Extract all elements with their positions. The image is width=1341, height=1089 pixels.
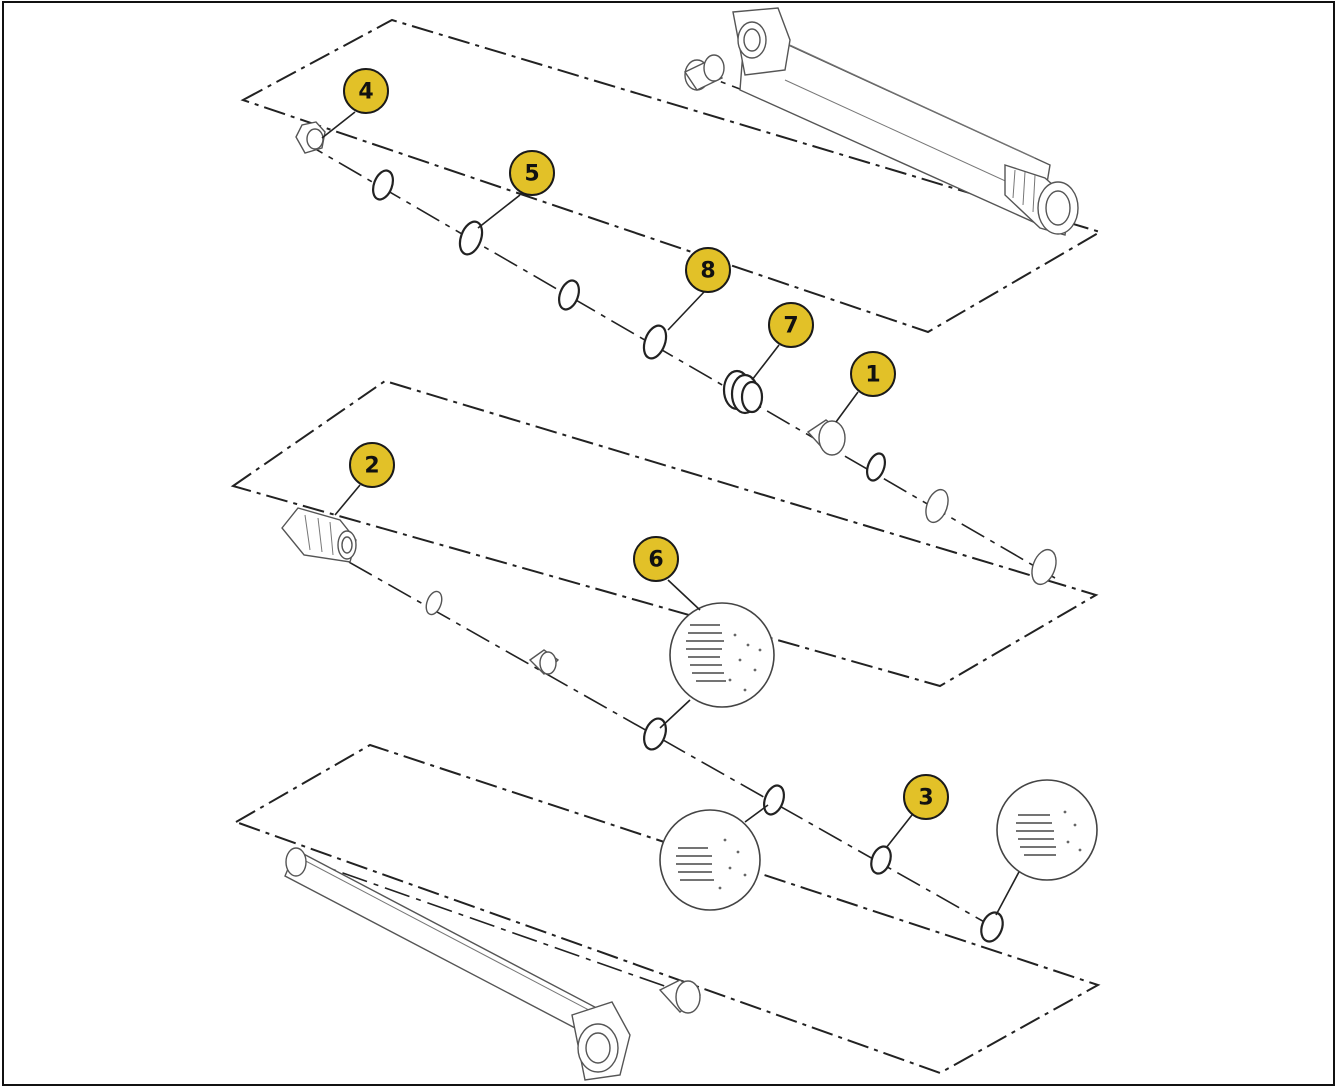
ring-top-3 xyxy=(558,279,580,311)
leader-5 xyxy=(477,194,521,229)
callout-label: 2 xyxy=(364,454,379,479)
callout-label: 7 xyxy=(783,314,798,339)
gland-2 xyxy=(281,507,357,563)
detail-view-6 xyxy=(659,602,775,729)
callout-label: 3 xyxy=(918,786,933,811)
rod-eye-bushing xyxy=(658,979,702,1014)
piston-rod xyxy=(284,847,631,1081)
callout-1: 1 xyxy=(850,351,896,397)
o-ring-3 xyxy=(870,845,892,875)
callout-label: 4 xyxy=(358,80,373,105)
ring-top-9 xyxy=(1031,548,1057,586)
callout-label: 5 xyxy=(524,162,539,187)
callout-4: 4 xyxy=(343,68,389,114)
leader-6 xyxy=(667,579,701,611)
callout-6: 6 xyxy=(633,536,679,582)
leader-7 xyxy=(751,344,780,381)
rod-axis xyxy=(299,857,691,996)
callout-label: 8 xyxy=(700,259,715,284)
ring-mid-1 xyxy=(425,590,443,616)
o-ring-8 xyxy=(642,324,668,360)
bushing-mid xyxy=(528,649,560,675)
o-ring-5 xyxy=(458,220,484,256)
leader-4 xyxy=(321,111,356,139)
callout-5: 5 xyxy=(509,150,555,196)
detail-view-3 xyxy=(995,779,1098,916)
leader-2 xyxy=(334,484,361,516)
ring-mid-4 xyxy=(763,784,785,816)
callout-3: 3 xyxy=(903,774,949,820)
ring-top-1 xyxy=(372,169,394,201)
callout-8: 8 xyxy=(685,247,731,293)
leader-8 xyxy=(667,291,705,331)
ring-mid-6 xyxy=(980,911,1004,943)
leader-1 xyxy=(835,391,859,423)
leader-3 xyxy=(885,814,913,849)
callout-label: 6 xyxy=(648,548,663,573)
o-ring-6 xyxy=(643,717,667,751)
piston-nut xyxy=(295,121,326,154)
callout-label: 1 xyxy=(865,363,880,388)
detail-view-ring xyxy=(659,804,769,911)
cylinder-barrel xyxy=(732,7,1079,236)
bottom-group-boundary xyxy=(233,743,1101,1075)
bushing-1 xyxy=(806,419,846,456)
middle-group-boundary xyxy=(230,379,1099,688)
ring-top-8 xyxy=(925,488,949,524)
barrel-bushing xyxy=(683,54,725,91)
ring-top-7 xyxy=(865,452,887,482)
callout-7: 7 xyxy=(768,302,814,348)
callout-2: 2 xyxy=(349,442,395,488)
piston-seal-7 xyxy=(722,369,764,415)
